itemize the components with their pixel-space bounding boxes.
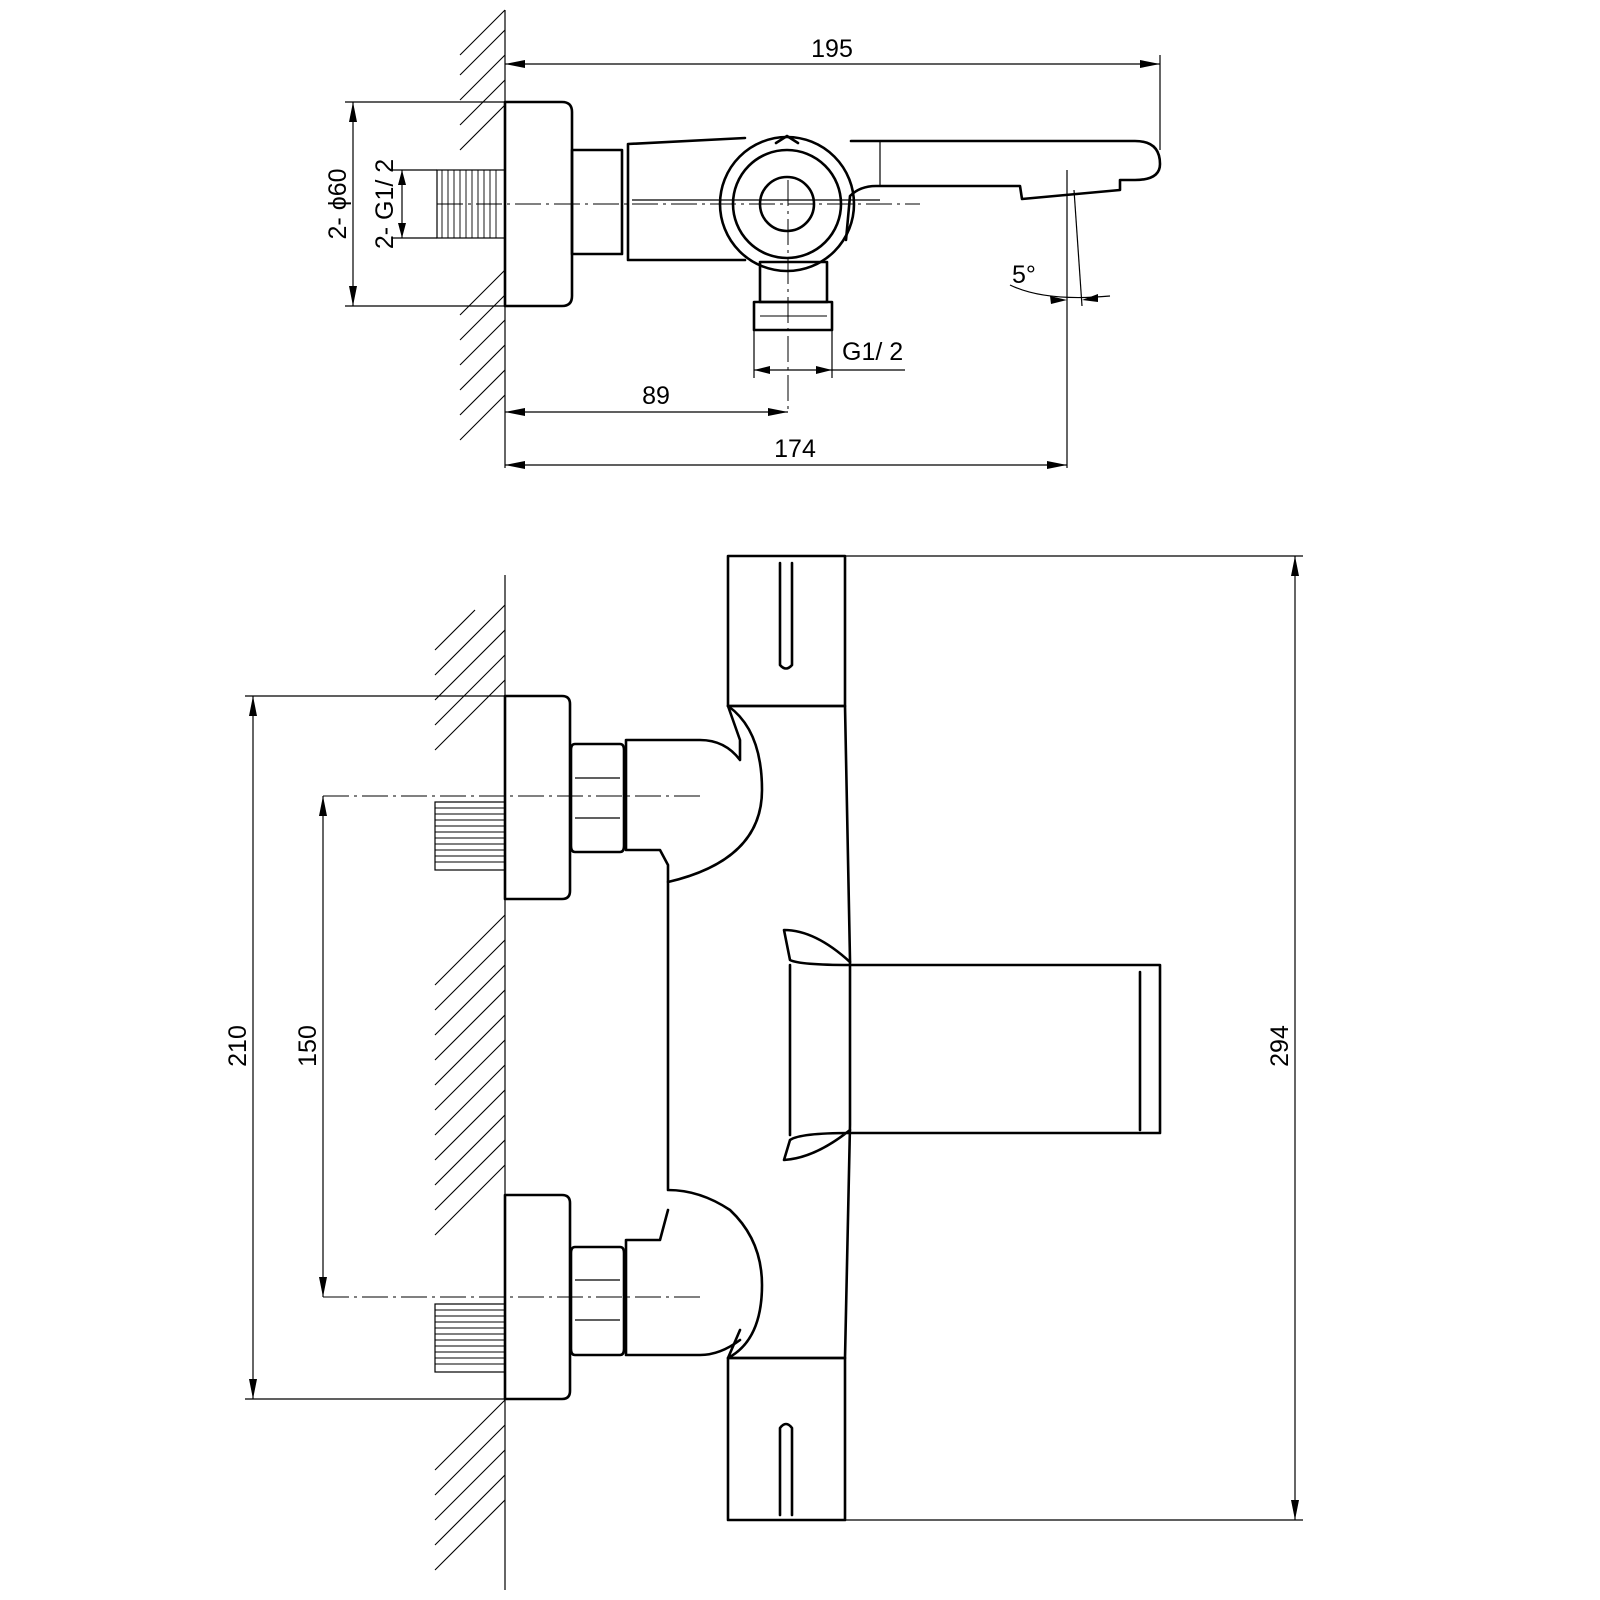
- dimension-inlet-span-label: 210: [224, 1025, 252, 1067]
- dimension-outlet-thread: G1/ 2: [753, 330, 905, 378]
- dimension-outlet-offset-label: 89: [642, 382, 670, 410]
- dimension-inlet-thread-label: 2- G1/ 2: [371, 159, 399, 249]
- lower-arm-front: [624, 1208, 742, 1357]
- spout-top: [844, 139, 1162, 242]
- wall-section-top: [459, 9, 506, 468]
- temperature-handle: [726, 554, 847, 708]
- dimension-spout-angle-label: 5°: [1012, 261, 1036, 289]
- mixer-body-front: [624, 704, 852, 1360]
- connector-nut-upper: [569, 742, 626, 854]
- wall-flange-top: [503, 100, 574, 308]
- dimension-spout-angle: 5°: [1009, 170, 1111, 468]
- dimension-centre-distance-label: 150: [294, 1025, 322, 1067]
- dimension-inlet-diameter-label: 2- ϕ60: [324, 169, 352, 240]
- wall-section-front: [434, 575, 506, 1590]
- dimension-spout-reach: 174: [505, 435, 1067, 469]
- dimension-inlet-thread: 2- G1/ 2: [371, 159, 437, 249]
- flow-handle: [726, 1356, 847, 1522]
- top-view: 195 2- ϕ60 2- G1/ 2 G1/ 2: [324, 9, 1162, 469]
- wall-flange-upper: [503, 694, 572, 901]
- dimension-inlet-diameter: 2- ϕ60: [324, 101, 505, 307]
- dimension-centre-distance: 150: [294, 796, 327, 1297]
- wall-flange-lower: [503, 1193, 572, 1401]
- wall-hatching-top: [459, 9, 506, 441]
- front-view: 210 150 294: [224, 554, 1303, 1590]
- dimension-outlet-offset: 89: [505, 382, 788, 416]
- dimension-overall-length-label: 195: [811, 35, 853, 63]
- inlet-thread-upper: [434, 801, 506, 871]
- outlet-stub-top: [752, 260, 834, 332]
- dimension-inlet-span: 210: [224, 695, 505, 1400]
- dimension-spout-reach-label: 174: [774, 435, 816, 463]
- inlet-thread-lower: [434, 1303, 506, 1373]
- upper-elbow-front: [666, 704, 764, 884]
- connector-nut-top: [570, 148, 624, 256]
- dimension-outlet-thread-label: G1/ 2: [842, 338, 903, 366]
- dimension-overall-length: 195: [505, 35, 1161, 150]
- connector-nut-lower: [569, 1245, 626, 1357]
- wall-hatching-front: [434, 604, 506, 1571]
- spout-front: [782, 928, 1162, 1162]
- mixer-body-top: [626, 136, 747, 262]
- dimension-overall-height-label: 294: [1266, 1025, 1294, 1067]
- dimension-overall-height: 294: [845, 555, 1303, 1521]
